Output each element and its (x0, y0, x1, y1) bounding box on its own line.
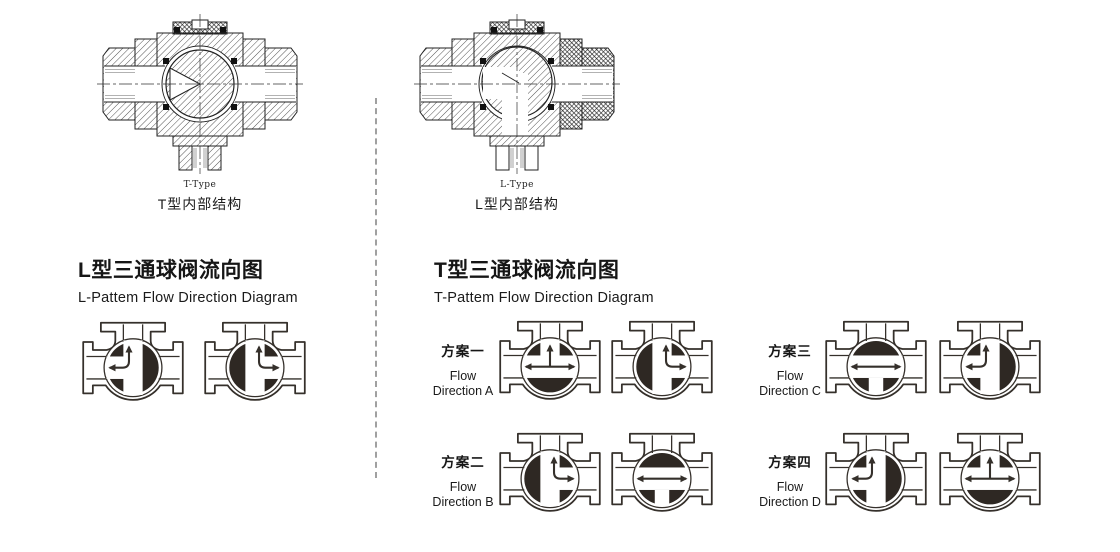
plan-4-valve-1 (823, 432, 929, 519)
plan-1-valve-2 (609, 320, 715, 407)
plan-2-en-line1: Flow (449, 480, 477, 494)
t-section-title-zh: T型三通球阀流向图 (434, 259, 620, 282)
plan-3-en-line2: Direction C (759, 384, 821, 398)
plan-4-name: 方案四 (768, 455, 812, 470)
t-type-cross-section (95, 12, 305, 181)
t-section-title-en: T-Pattem Flow Direction Diagram (434, 290, 654, 306)
l-type-cross-section-drawing (414, 14, 620, 174)
plan-1-valve-1 (497, 320, 603, 407)
l-section-title-zh: L型三通球阀流向图 (78, 259, 264, 282)
section-separator-line (375, 98, 377, 478)
t-section-heading: T型三通球阀流向图 T-Pattem Flow Direction Diagra… (434, 254, 654, 306)
plan-3-label: 方案三 Flow Direction C (751, 340, 829, 399)
l-type-label: L-Type (500, 180, 534, 190)
l-type-cross-section (412, 12, 622, 181)
plan-2-name: 方案二 (441, 455, 485, 470)
plan-3-valve-1 (823, 320, 929, 407)
t-type-label: T-Type (183, 180, 217, 190)
t-type-cross-section-drawing (97, 14, 303, 174)
plan-4-valve-2 (937, 432, 1043, 519)
plan-2-valve-1 (497, 432, 603, 519)
l-type-caption: L型内部结构 (475, 196, 559, 212)
plan-1-label: 方案一 Flow Direction A (424, 340, 502, 399)
plan-3-name: 方案三 (768, 344, 812, 359)
l-pattern-valve-1 (80, 321, 186, 408)
plan-1-en-line2: Direction A (432, 384, 494, 398)
plan-1-name: 方案一 (441, 344, 485, 359)
plan-2-en-line2: Direction B (432, 495, 494, 509)
plan-3-en-line1: Flow (776, 369, 804, 383)
plan-2-label: 方案二 Flow Direction B (424, 451, 502, 510)
l-pattern-valve-2 (202, 321, 308, 408)
plan-4-label: 方案四 Flow Direction D (751, 451, 829, 510)
plan-4-en-line1: Flow (776, 480, 804, 494)
plan-2-valve-2 (609, 432, 715, 519)
plan-3-valve-2 (937, 320, 1043, 407)
plan-1-en-line1: Flow (449, 369, 477, 383)
t-type-caption: T型内部结构 (157, 196, 243, 212)
plan-4-en-line2: Direction D (759, 495, 821, 509)
l-section-heading: L型三通球阀流向图 L-Pattem Flow Direction Diagra… (78, 254, 298, 306)
l-section-title-en: L-Pattem Flow Direction Diagram (78, 290, 298, 306)
